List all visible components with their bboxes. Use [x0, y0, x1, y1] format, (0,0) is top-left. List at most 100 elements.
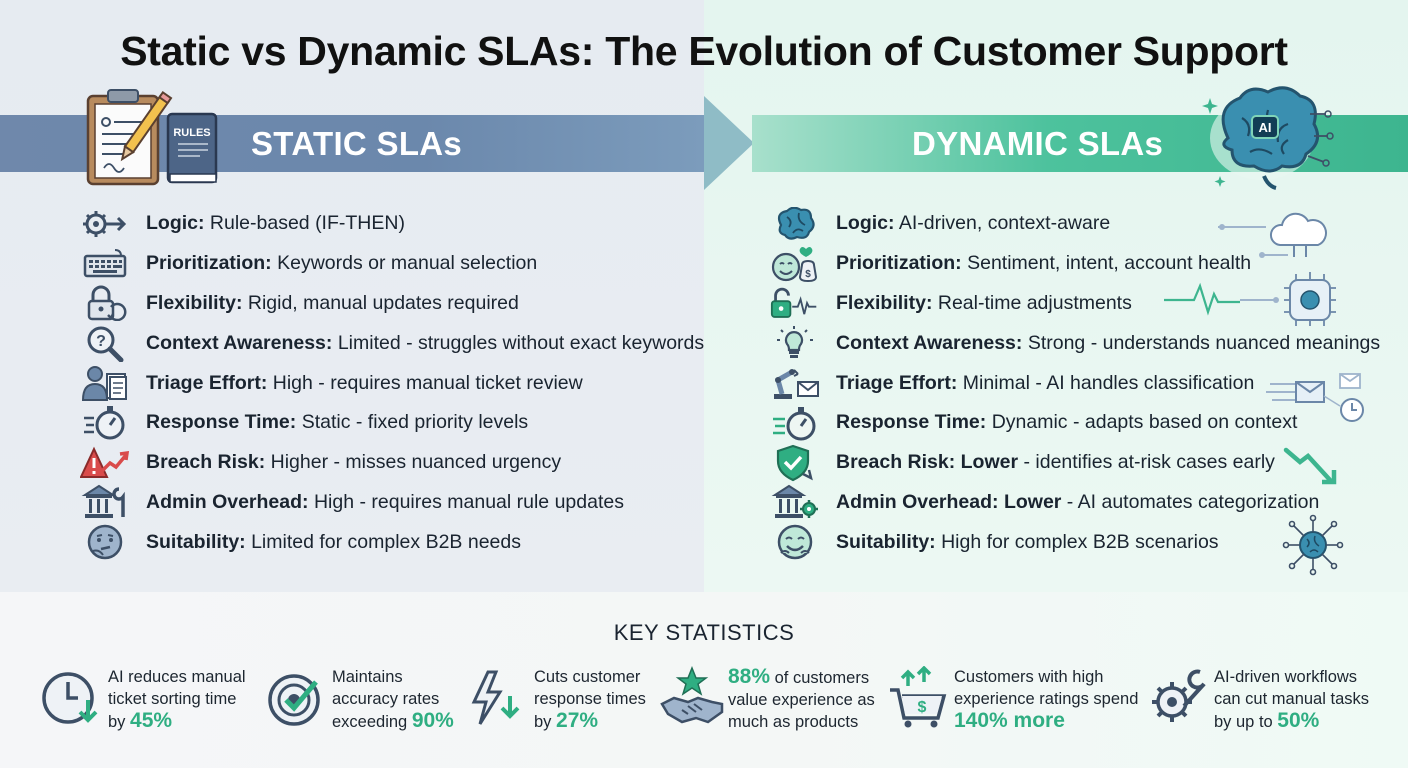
row-label: Breach Risk: [146, 451, 266, 474]
dynamic-row-triage: Triage Effort: Minimal - AI handles clas… [770, 363, 1380, 403]
mail-clock-icon [1266, 373, 1364, 422]
stat-highlight: 88% [728, 665, 771, 688]
pulse-chip-icon [1164, 272, 1336, 326]
row-label: Context Awareness: [836, 331, 1023, 354]
lightning-down-icon [471, 670, 520, 725]
row-bold-value: Lower [998, 490, 1062, 513]
unlock-pulse-icon [770, 288, 817, 319]
transition-arrow [704, 96, 754, 190]
dynamic-row-logic: Logic: AI-driven, context-aware [770, 204, 1380, 244]
row-label: Response Time: [836, 411, 987, 434]
robot-arm-mail-icon [774, 369, 819, 400]
row-label: Suitability: [836, 530, 936, 553]
building-gear-icon [771, 485, 818, 519]
stat-text: AI reduces manual [108, 668, 246, 686]
keyboard-icon [83, 248, 127, 277]
stat-highlight: 27% [556, 709, 599, 732]
static-row-response-time: Response Time: Static - fixed priority l… [80, 403, 704, 443]
stat-text: accuracy rates [332, 690, 440, 708]
key-statistics-heading: KEY STATISTICS [613, 620, 795, 645]
rules-book-label: RULES [173, 127, 210, 139]
static-row-flexibility: Flexibility: Rigid, manual updates requi… [80, 284, 704, 324]
downtrend-arrow-icon [1283, 447, 1337, 485]
static-row-logic: Logic: Rule-based (IF-THEN) [80, 204, 704, 244]
network-brain-icon [1282, 514, 1344, 576]
row-value: Limited - struggles without exact keywor… [332, 331, 705, 354]
static-row-context: ? Context Awareness: Limited - struggles… [80, 323, 704, 363]
stat-text: much as products [728, 713, 859, 731]
row-value: Higher - misses nuanced urgency [265, 451, 562, 474]
stat-card: AI-driven workflows can cut manual tasks b… [1146, 666, 1369, 733]
row-label: Logic: [836, 212, 895, 235]
stat-text: of customers [770, 669, 870, 687]
dynamic-row-prioritization: $ Prioritization: Sentiment, intent, acc… [770, 244, 1380, 284]
gear-arrow-icon [83, 210, 127, 237]
warning-trend-icon [80, 446, 130, 478]
building-wrench-icon [81, 485, 125, 519]
row-value: - AI automates categorization [1061, 490, 1320, 513]
dynamic-row-admin-overhead: Admin Overhead: Lower - AI automates cat… [770, 483, 1380, 523]
thinking-face-icon [87, 525, 123, 560]
static-row-breach-risk: Breach Risk: Higher - misses nuanced urg… [80, 443, 704, 483]
happy-face-icon [777, 525, 813, 560]
emoji-heart-money-icon: $ [771, 246, 818, 282]
cloud-network-icon [1218, 212, 1327, 258]
stopwatch-icon [84, 405, 125, 440]
stat-text: Maintains [332, 668, 403, 686]
row-label: Logic: [146, 212, 205, 235]
stat-text: can cut manual tasks [1214, 690, 1369, 708]
stat-text: exceeding [332, 713, 412, 731]
ai-chip-label: AI [1259, 120, 1272, 135]
svg-text:$: $ [918, 699, 927, 716]
dynamic-row-context: Context Awareness: Strong - understands … [770, 323, 1380, 363]
stat-highlight: 45% [130, 709, 173, 732]
row-value: High - requires manual rule updates [308, 490, 624, 513]
static-row-admin-overhead: Admin Overhead: High - requires manual r… [80, 483, 704, 523]
row-value: High - requires manual ticket review [267, 371, 583, 394]
handshake-star-icon [660, 666, 724, 724]
page-title: Static vs Dynamic SLAs: The Evolution of… [120, 28, 1288, 74]
row-label: Context Awareness: [146, 331, 333, 354]
row-label: Breach Risk: [836, 451, 956, 474]
dynamic-heading: DYNAMIC SLAs [912, 125, 1164, 162]
dynamic-row-response-time: Response Time: Dynamic - adapts based on… [770, 403, 1380, 443]
cart-dollar-icon: $ [890, 666, 947, 728]
row-label: Response Time: [146, 411, 297, 434]
stat-text: Cuts customer [534, 668, 641, 686]
row-value: Static - fixed priority levels [296, 411, 529, 434]
row-label: Flexibility: [146, 291, 243, 314]
static-row-triage: Triage Effort: High - requires manual ti… [80, 363, 704, 403]
magnifier-question-icon: ? [87, 326, 124, 363]
clipboard-rules-book-icon: RULES [86, 89, 218, 186]
static-features-list: Logic: Rule-based (IF-THEN) Prioritizati… [80, 204, 704, 562]
dynamic-row-suitability: Suitability: High for complex B2B scenar… [770, 522, 1380, 562]
row-value: Real-time adjustments [932, 291, 1132, 314]
stat-highlight: 50% [1277, 709, 1320, 732]
static-row-prioritization: Prioritization: Keywords or manual selec… [80, 244, 704, 284]
stat-text: Customers with high [954, 668, 1104, 686]
person-papers-icon [81, 366, 127, 402]
stat-text: by up to [1214, 713, 1278, 731]
stat-text: value experience as [728, 691, 875, 709]
stat-highlight: 140% more [954, 709, 1065, 732]
stat-text: by [108, 713, 131, 731]
static-heading: STATIC SLAs [251, 125, 463, 162]
stat-text: by [534, 713, 557, 731]
row-value: - identifies at-risk cases early [1018, 451, 1275, 474]
stat-text: AI-driven workflows [1214, 668, 1358, 686]
lightbulb-icon [777, 326, 813, 359]
row-label: Triage Effort: [146, 371, 268, 394]
gear-wrench-icon [1152, 669, 1206, 722]
static-row-suitability: Suitability: Limited for complex B2B nee… [80, 522, 704, 562]
row-label: Prioritization: [146, 252, 272, 275]
stat-card: 88% of customers value experience as much … [660, 666, 875, 733]
dynamic-features-list: Logic: AI-driven, context-aware $ Priori… [770, 204, 1380, 562]
clock-down-icon [42, 672, 98, 724]
ai-brain-icon: AI [1202, 86, 1334, 190]
dynamic-row-breach-risk: Breach Risk: Lower - identifies at-risk … [770, 443, 1380, 483]
svg-text:$: $ [805, 269, 811, 280]
fast-stopwatch-icon [773, 406, 816, 441]
